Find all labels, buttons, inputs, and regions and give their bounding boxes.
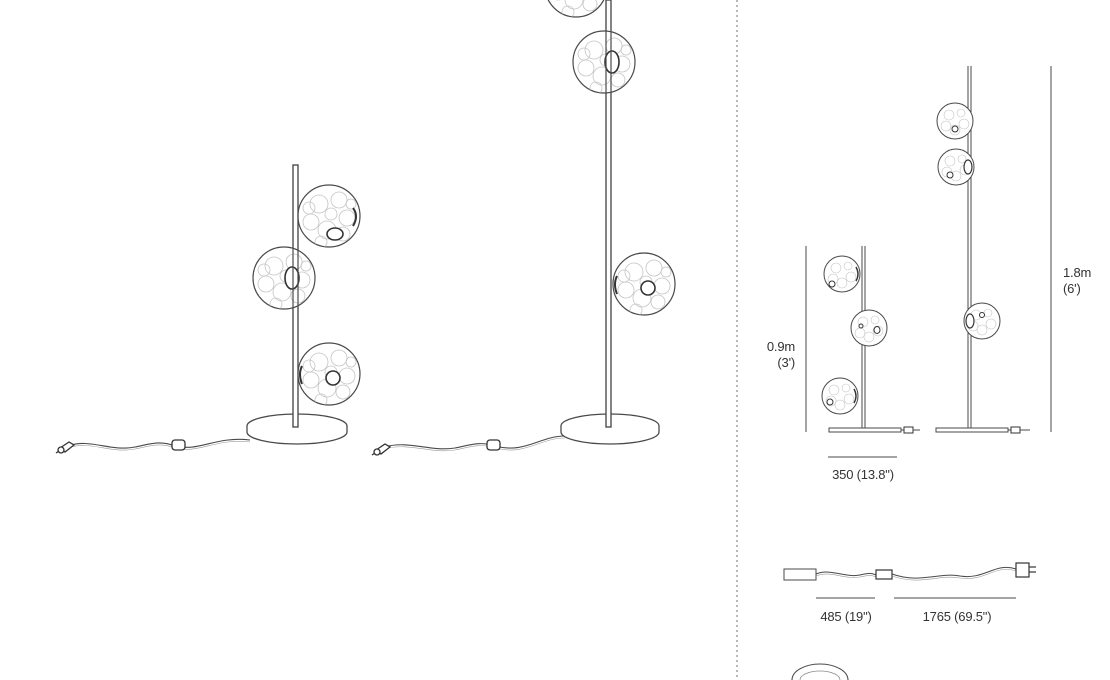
floor-lamp-globe-upper <box>573 31 635 94</box>
cord-to-plug-label: 1765 (69.5") <box>922 609 992 624</box>
table-lamp-globe-top <box>298 185 360 248</box>
cord-length-drawing <box>783 562 1036 599</box>
table-lamp-globe-bottom <box>298 343 360 406</box>
small-height-imperial-label: (3') <box>777 355 795 370</box>
floor-lamp-globe-top <box>545 0 607 18</box>
small-lamp-elevation <box>821 246 920 434</box>
cord-plug <box>1015 562 1030 578</box>
table-lamp-cord <box>67 438 251 449</box>
small-height-label: 0.9m <box>766 339 795 354</box>
partial-globe-detail <box>791 663 849 680</box>
table-lamp-switch <box>171 439 186 451</box>
floor-lamp-switch <box>486 439 501 451</box>
table-lamp-plug <box>55 441 75 454</box>
dimension-drawing <box>805 66 1052 458</box>
tall-lamp-elevation <box>935 66 1030 434</box>
cord-connector <box>783 568 817 581</box>
table-lamp-drawing <box>55 164 360 454</box>
tall-height-label: 1.8m <box>1063 265 1092 280</box>
tall-height-imperial-label: (6') <box>1063 281 1081 296</box>
cord-to-switch-label: 485 (19") <box>820 609 872 624</box>
cord-switch <box>875 569 893 580</box>
floor-lamp-plug <box>371 443 391 456</box>
table-lamp-globe-middle <box>253 247 315 310</box>
base-width-label: 350 (13.8") <box>832 467 894 482</box>
floor-lamp-cord <box>383 435 566 450</box>
floor-lamp-drawing <box>371 0 675 456</box>
floor-lamp-globe-lower <box>613 253 675 316</box>
